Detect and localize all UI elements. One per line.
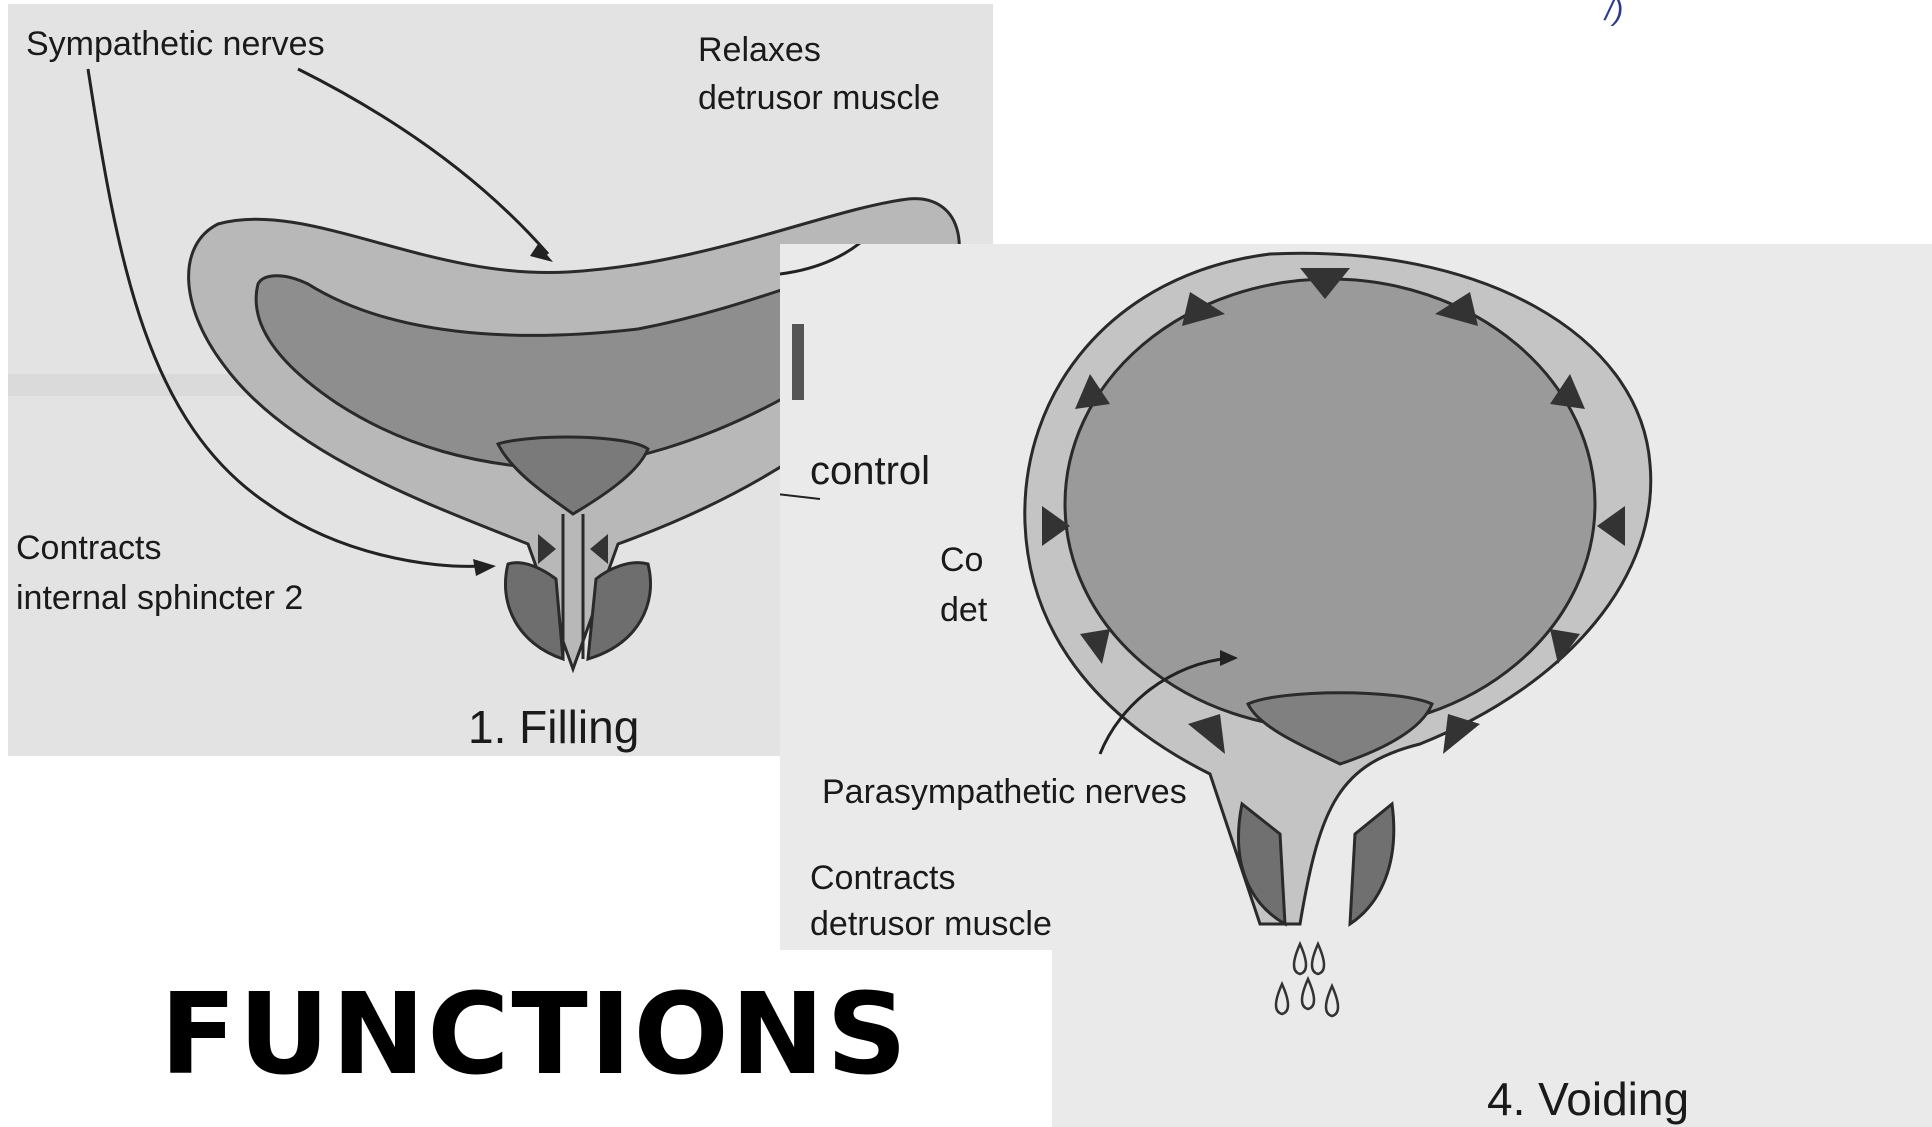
corner-mark: /) — [1605, 0, 1623, 28]
urine-droplets — [1276, 944, 1338, 1016]
sympathetic-nerve-line-2 — [298, 69, 548, 254]
sphincter-right — [588, 563, 651, 659]
label-detrusor: detrusor muscle — [698, 78, 940, 119]
label-contracts-voiding: Contracts — [810, 858, 956, 899]
label-sympathetic-nerves: Sympathetic nerves — [26, 24, 325, 65]
sphincter-left — [505, 563, 563, 659]
label-parasympathetic-nerves: Parasympathetic nerves — [822, 772, 1187, 813]
label-partial-co: Co — [940, 540, 983, 581]
label-contracts: Contracts — [16, 528, 162, 569]
label-control: control — [810, 449, 930, 494]
bladder-lumen — [1065, 279, 1595, 729]
sphincter-right — [1350, 804, 1394, 924]
label-internal-sphincter: internal sphincter 2 — [16, 578, 303, 619]
caption-voiding: 4. Voiding — [1487, 1072, 1689, 1126]
label-detrusor-voiding: detrusor muscle — [810, 904, 1052, 945]
caption-filling: 1. Filling — [468, 700, 639, 754]
label-relaxes: Relaxes — [698, 30, 821, 71]
arrowhead-icon — [473, 559, 496, 576]
label-partial-det: det — [940, 590, 987, 631]
page-title: FUNCTIONS — [160, 970, 909, 1100]
